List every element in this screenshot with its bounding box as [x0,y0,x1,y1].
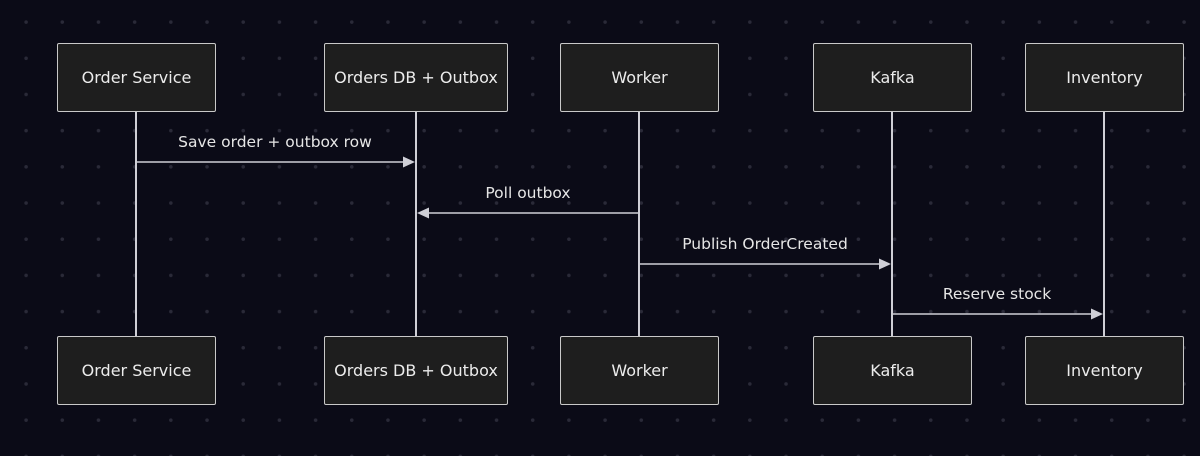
actor-label: Kafka [870,361,915,380]
actor-kafka-bottom: Kafka [813,336,972,405]
actor-orders-db-bottom: Orders DB + Outbox [324,336,508,405]
actor-label: Orders DB + Outbox [334,361,498,380]
actor-kafka-top: Kafka [813,43,972,112]
actor-label: Worker [611,361,668,380]
arrowhead-icon [417,207,429,219]
arrowhead-icon [403,156,415,168]
actor-worker-top: Worker [560,43,719,112]
message-label-poll-outbox: Poll outbox [485,184,571,202]
actor-inventory-top: Inventory [1025,43,1184,112]
actor-label: Orders DB + Outbox [334,68,498,87]
actor-label: Inventory [1066,361,1143,380]
arrowhead-icon [879,258,891,270]
message-label-reserve-stock: Reserve stock [942,285,1052,303]
actor-label: Order Service [81,361,192,380]
actor-orders-db-top: Orders DB + Outbox [324,43,508,112]
actor-label: Kafka [870,68,915,87]
arrowhead-icon [1091,308,1103,320]
actor-label: Order Service [81,68,192,87]
actor-label: Inventory [1066,68,1143,87]
actor-label: Worker [611,68,668,87]
message-label-publish: Publish OrderCreated [682,235,848,253]
actor-inventory-bottom: Inventory [1025,336,1184,405]
actor-order-service-bottom: Order Service [57,336,216,405]
message-label-save-order: Save order + outbox row [178,133,372,151]
actor-worker-bottom: Worker [560,336,719,405]
actor-order-service-top: Order Service [57,43,216,112]
